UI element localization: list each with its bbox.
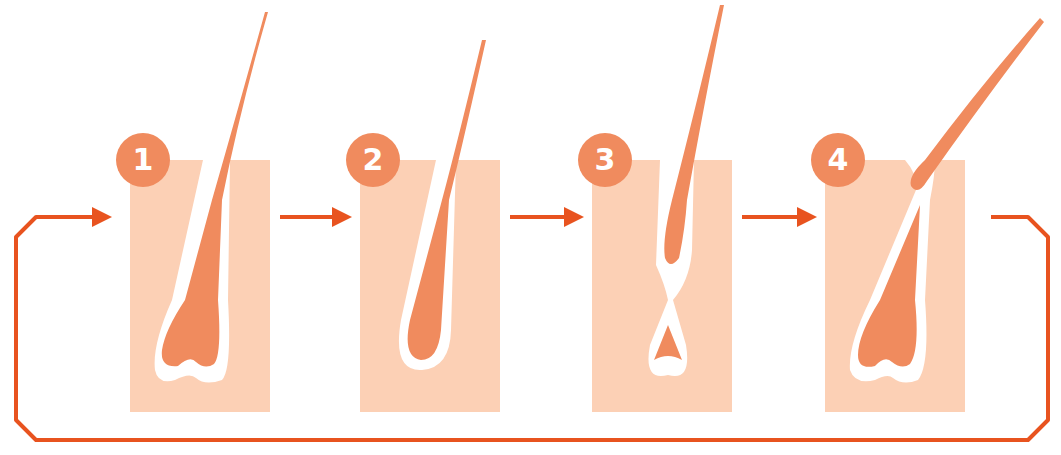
callout-number: 1 [116,133,170,187]
follicle-panel: 1 [130,160,270,412]
callout-number: 3 [578,133,632,187]
callout-number: 4 [811,133,865,187]
cycle-arrow [742,215,813,219]
callout-number: 2 [346,133,400,187]
follicle-panel: 3 [592,160,732,412]
cycle-arrow [280,215,348,219]
follicle-panel: 4 [825,160,965,412]
follicle-panel: 2 [360,160,500,412]
cycle-arrow [510,215,580,219]
